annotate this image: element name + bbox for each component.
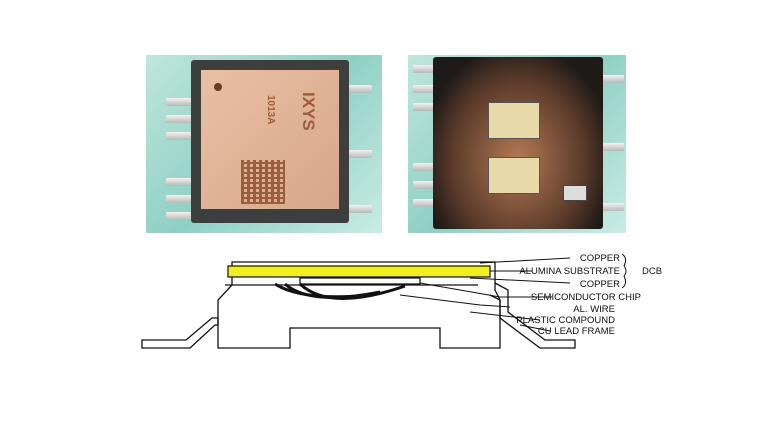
pin1-dot	[214, 83, 222, 91]
dcb-bracket	[621, 253, 627, 289]
leader-lines	[399, 257, 571, 332]
copper-top-surface: 1013A IXYS	[201, 70, 339, 209]
package-body: 1013A IXYS	[191, 60, 349, 223]
label-copper-bottom: COPPER	[580, 279, 620, 290]
chip-1	[488, 102, 540, 139]
al-wires	[274, 282, 406, 300]
small-chip	[563, 185, 587, 201]
chip-2	[488, 157, 540, 194]
package-cutaway-photo	[408, 55, 626, 233]
package-top-photo: 1013A IXYS	[146, 55, 382, 233]
label-al-wire: AL. WIRE	[573, 304, 615, 315]
package-body-cutaway	[433, 57, 603, 229]
label-semiconductor-chip: SEMICONDUCTOR CHIP	[531, 292, 641, 303]
label-alumina-substrate: ALUMINA SUBSTRATE	[519, 266, 620, 277]
semiconductor-chip	[299, 277, 421, 285]
label-cu-lead-frame: CU LEAD FRAME	[538, 326, 615, 337]
label-dcb: DCB	[642, 266, 662, 277]
label-copper-top: COPPER	[580, 253, 620, 264]
datamatrix-barcode	[241, 160, 285, 204]
alumina-substrate	[227, 265, 491, 278]
lead-frame-left	[141, 317, 219, 349]
label-plastic-compound: PLASTIC COMPOUND	[516, 315, 615, 326]
